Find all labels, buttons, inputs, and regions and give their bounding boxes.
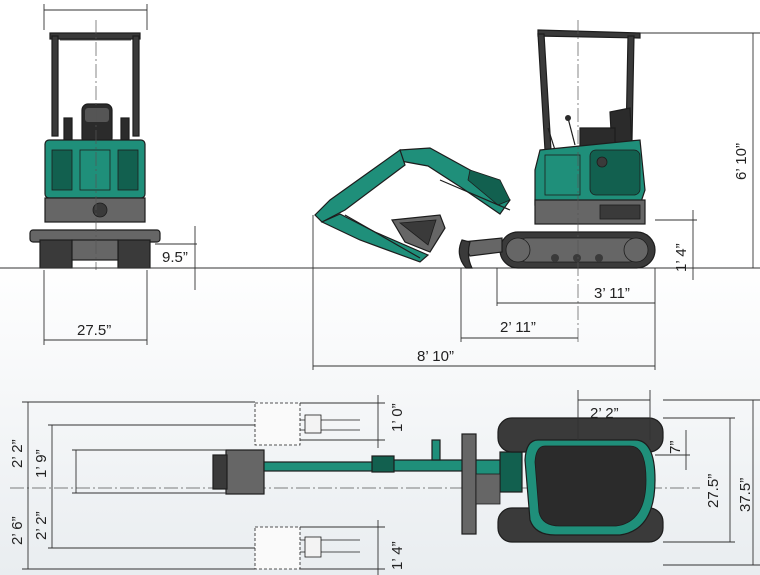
top-bucket-upper: [254, 402, 360, 446]
side-track: [499, 231, 656, 269]
top-upper-body: [524, 439, 656, 536]
side-height-label: 6’ 10”: [733, 143, 750, 180]
top-cab-length-label: 2’ 2”: [590, 405, 619, 422]
side-blade: [458, 237, 503, 269]
side-blade-to-track-label: 2’ 11”: [500, 319, 536, 336]
side-upper-body: [534, 139, 646, 225]
front-track-width-label: 27.5”: [77, 322, 111, 339]
top-left-inner-upper-label: 1’ 9”: [33, 449, 50, 478]
top-bucket: [212, 449, 265, 495]
top-view: 2’ 2” 7” 27.5” 37.5” 1’ 0” 1’ 4”: [9, 390, 760, 575]
side-bucket: [391, 214, 446, 253]
top-blade-offset-label: 7”: [667, 441, 684, 454]
top-left-outer-upper-label: 2’ 2”: [9, 439, 26, 468]
top-bucket-lower: [254, 526, 360, 570]
top-left-outer-lower-label: 2’ 6”: [9, 516, 26, 545]
front-body: [44, 139, 146, 223]
side-blade-height-label: 1’ 4”: [673, 243, 690, 272]
front-undercarriage: [29, 229, 161, 269]
side-view: 6’ 10” 1’ 4” 3’ 11” 2’ 11” 8’ 10”: [312, 20, 760, 370]
side-boom: [394, 147, 511, 215]
side-canopy: [537, 29, 641, 151]
top-track-width-label: 27.5”: [705, 474, 722, 508]
front-ground-clearance-label: 9.5”: [162, 249, 188, 266]
front-canopy: [49, 32, 141, 137]
top-blade: [461, 433, 501, 535]
front-view: 9.5” 27.5”: [29, 4, 197, 345]
side-overall-reach-label: 8’ 10”: [417, 348, 454, 365]
top-swing-lower-label: 1’ 4”: [389, 541, 406, 570]
side-arm: [314, 149, 430, 263]
top-swing-upper-label: 1’ 0”: [389, 403, 406, 432]
top-overall-width-label: 37.5”: [737, 478, 754, 512]
front-seat: [63, 103, 130, 145]
top-left-inner-lower-label: 2’ 2”: [33, 511, 50, 540]
side-tail-to-track-label: 3’ 11”: [594, 285, 630, 302]
